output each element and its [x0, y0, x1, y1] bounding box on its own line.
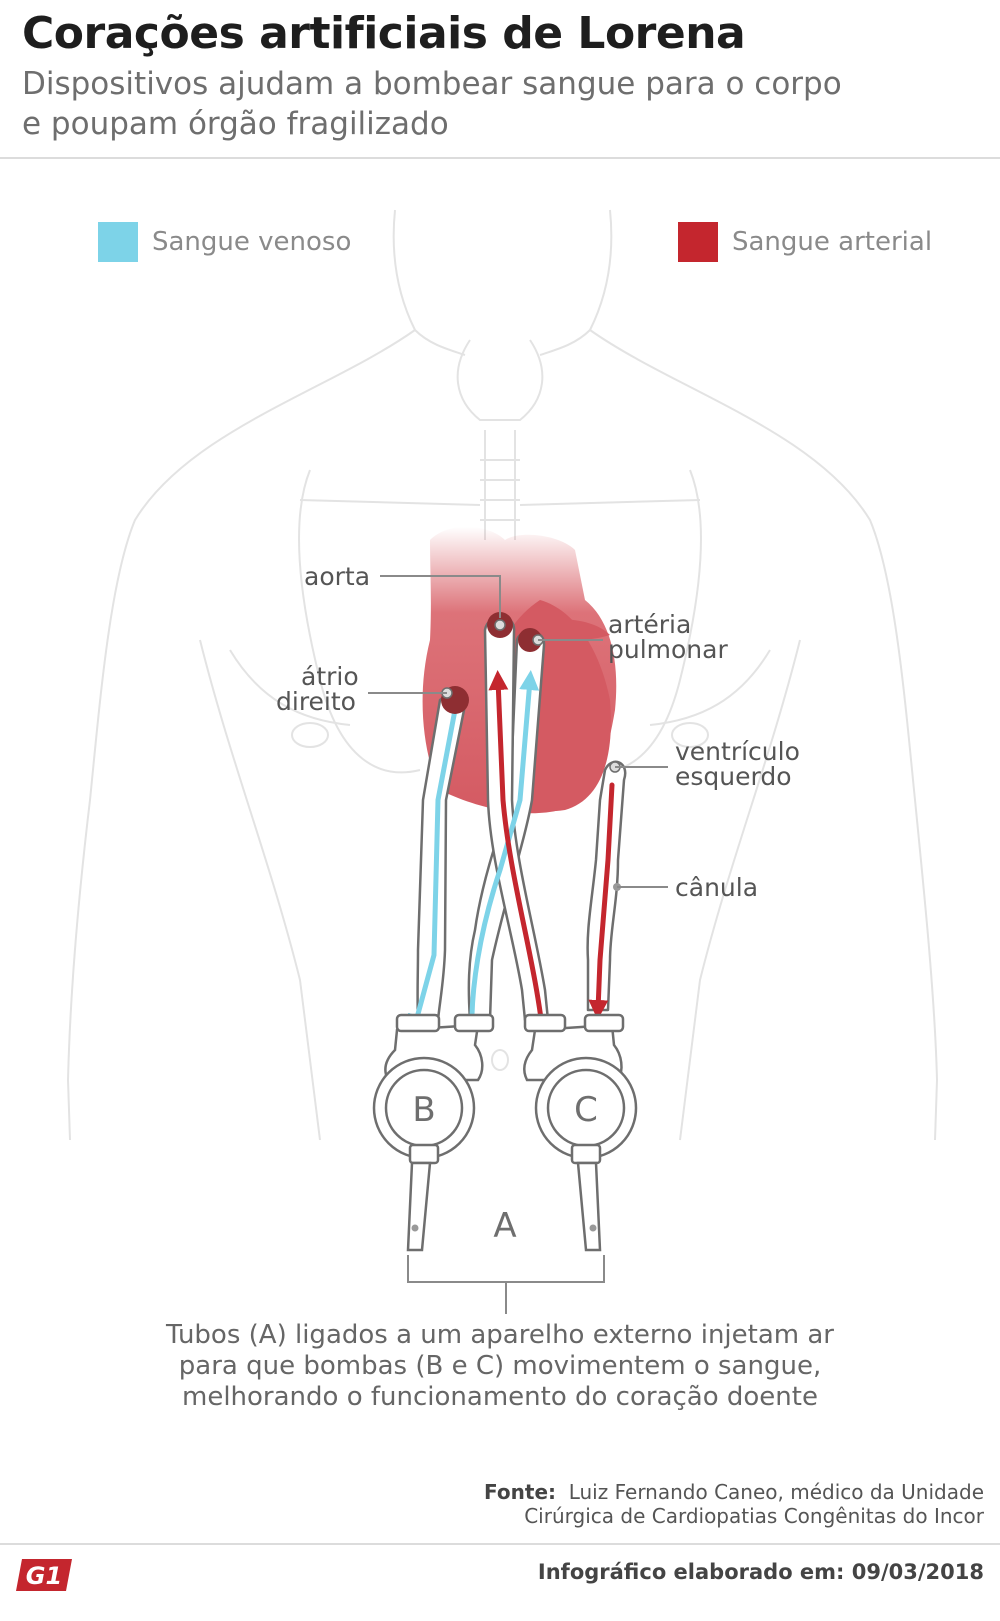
- label-arteria-line1: artéria: [608, 610, 691, 639]
- legend-item-arterial: Sangue arterial: [678, 222, 932, 262]
- pump-c: [523, 1013, 638, 1252]
- caption-line: Tubos (A) ligados a um aparelho externo …: [166, 1320, 834, 1350]
- tube-a-dot-right: [589, 1224, 597, 1232]
- caption-line: para que bombas (B e C) movimentem o san…: [178, 1351, 822, 1381]
- tubes-a-label: A: [493, 1206, 516, 1246]
- pulmonary-artery-shape: [520, 619, 610, 645]
- svg-text:G1: G1: [26, 1562, 62, 1590]
- caption-line: melhorando o funcionamento do coração do…: [182, 1382, 818, 1412]
- infographic-date: Infográfico elaborado em: 09/03/2018: [537, 1560, 984, 1584]
- page-subtitle: Dispositivos ajudam a bombear sangue par…: [22, 64, 882, 144]
- legend-label-venous: Sangue venoso: [152, 227, 352, 257]
- label-aorta: aorta: [304, 562, 370, 591]
- footer-divider: [0, 1543, 1000, 1545]
- legend-item-venous: Sangue venoso: [98, 222, 351, 262]
- diagram-caption: Tubos (A) ligados a um aparelho externo …: [100, 1320, 900, 1413]
- leader-lines: [368, 575, 668, 888]
- subtitle-line: e poupam órgão fragilizado: [22, 106, 449, 142]
- source-line: Cirúrgica de Cardiopatias Congênitas do …: [524, 1504, 984, 1528]
- tube-a-dot-left: [411, 1224, 419, 1232]
- label-canula: cânula: [675, 873, 758, 902]
- pump-c-label: C: [574, 1090, 598, 1130]
- tubes-a-bracket: [407, 1255, 605, 1314]
- pump-b: [372, 1013, 495, 1252]
- page-title: Corações artificiais de Lorena: [22, 8, 746, 59]
- label-ventriculo-line2: esquerdo: [675, 762, 792, 791]
- legend-swatch-arterial: [678, 222, 718, 262]
- g1-logo[interactable]: G1: [16, 1555, 78, 1595]
- body-outline: [66, 209, 939, 1141]
- label-atrio-line1: átrio: [301, 662, 359, 691]
- header-divider: [0, 157, 1000, 159]
- source-line: Luiz Fernando Caneo, médico da Unidade: [568, 1480, 984, 1504]
- legend-label-arterial: Sangue arterial: [732, 227, 933, 257]
- pump-b-label: B: [412, 1090, 435, 1130]
- label-ventriculo-line1: ventrículo: [675, 737, 800, 766]
- subtitle-line: Dispositivos ajudam a bombear sangue par…: [22, 66, 842, 102]
- source-prefix: Fonte:: [484, 1480, 556, 1504]
- venous-flow-atrium: [407, 707, 458, 1035]
- arterial-flow-ventricle: [588, 782, 615, 1020]
- label-arteria-line2: pulmonar: [608, 635, 728, 664]
- tube-atrium: [416, 693, 466, 1022]
- label-atrio-line2: direito: [276, 687, 356, 716]
- legend-swatch-venous: [98, 222, 138, 262]
- connection-points: [441, 612, 621, 891]
- source-credit: Fonte: Luiz Fernando Caneo, médico da Un…: [484, 1480, 984, 1528]
- arterial-flow-aorta: [488, 670, 546, 1038]
